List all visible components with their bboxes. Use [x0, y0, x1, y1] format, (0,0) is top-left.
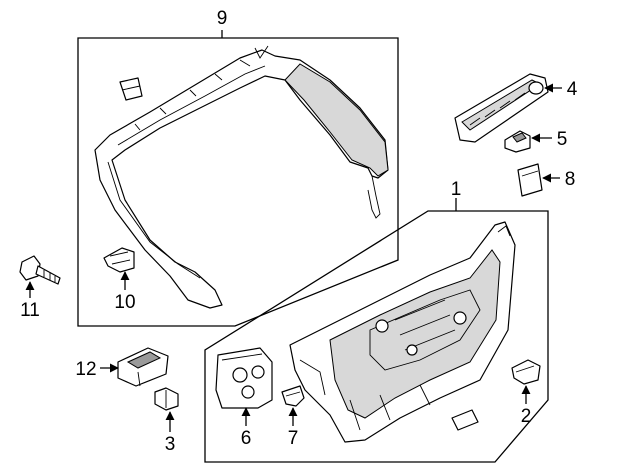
- retainer-pad-part: [119, 77, 143, 101]
- bolt-part-11: [19, 255, 61, 285]
- cap-part-8: [517, 163, 543, 197]
- callout-2: 2: [521, 406, 532, 427]
- callout-12: 12: [75, 359, 96, 380]
- callout-10: 10: [114, 292, 135, 313]
- callout-4: 4: [567, 79, 578, 100]
- bracket-part-5: [504, 130, 531, 153]
- switch-part-12: [117, 347, 169, 387]
- upper-trim-panel-part: [94, 45, 389, 309]
- callout-8: 8: [565, 169, 576, 190]
- clip-part-7: [281, 385, 305, 407]
- callout-7: 7: [288, 428, 299, 449]
- callout-5: 5: [557, 129, 568, 150]
- group-frame-9: [77, 37, 399, 327]
- callout-1: 1: [451, 179, 462, 200]
- clip-part-10: [103, 247, 135, 273]
- clip-part-2: [511, 359, 541, 385]
- callout-11: 11: [20, 300, 40, 321]
- bumper-pad-part: [451, 409, 479, 431]
- lamp-housing-part-6: [215, 347, 273, 409]
- handle-bracket-part-4: [454, 73, 549, 143]
- callout-3: 3: [165, 434, 176, 455]
- lower-trim-panel-part-1: [289, 221, 516, 443]
- callout-6: 6: [241, 428, 252, 449]
- callout-9: 9: [217, 8, 228, 29]
- group-frame-1: [204, 210, 549, 463]
- socket-part-3: [154, 387, 179, 411]
